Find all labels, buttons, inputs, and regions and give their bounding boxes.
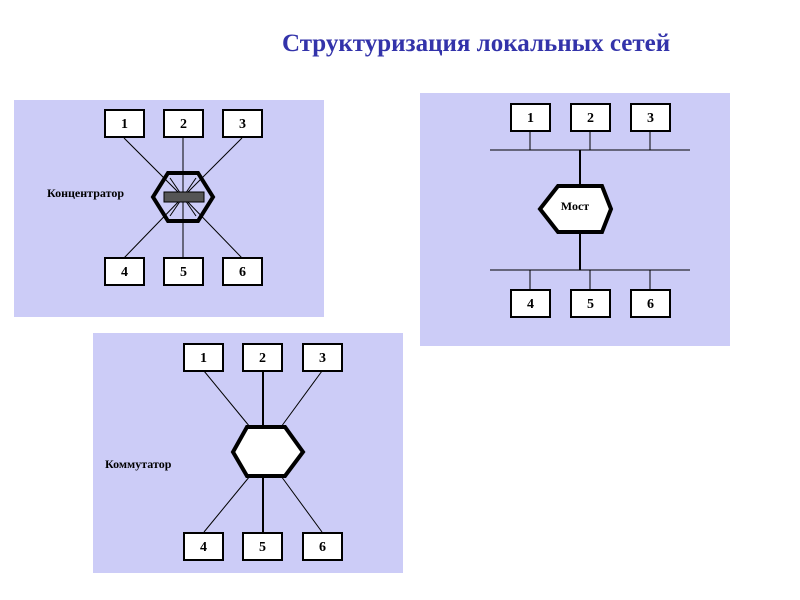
bridge-node-6: 6 (630, 289, 671, 318)
switch-node-label: 3 (319, 351, 326, 366)
hub-device-label: Концентратор (47, 186, 124, 200)
hub-link-3 (182, 137, 243, 198)
bridge-node-2: 2 (570, 103, 611, 132)
switch-link-4 (203, 475, 251, 533)
switch-link-1 (203, 370, 251, 428)
hub-node-4: 4 (104, 257, 145, 286)
hub-diagram: Концентратор 1 2 3 4 5 (14, 100, 324, 317)
hub-node-label: 5 (180, 265, 187, 280)
hub-link-6 (182, 196, 243, 259)
switch-node-label: 6 (319, 540, 326, 555)
switch-node-3: 3 (302, 343, 343, 372)
switch-node-2: 2 (242, 343, 283, 372)
switch-diagram: Коммутатор 1 2 3 4 5 (93, 333, 403, 573)
bridge-node-label: 1 (527, 111, 534, 126)
switch-device-label: Коммутатор (105, 457, 172, 471)
hub-node-label: 6 (239, 265, 246, 280)
hub-node-1: 1 (104, 109, 145, 138)
switch-link-3 (280, 370, 323, 428)
hub-node-label: 2 (180, 117, 187, 132)
hub-hexagon (150, 171, 216, 223)
switch-node-6: 6 (302, 532, 343, 561)
bridge-node-label: 2 (587, 111, 594, 126)
slide-title: Структуризация локальных сетей (282, 30, 671, 57)
switch-node-5: 5 (242, 532, 283, 561)
bridge-node-5: 5 (570, 289, 611, 318)
switch-link-6 (280, 475, 323, 533)
hub-node-label: 1 (121, 117, 128, 132)
hub-node-label: 4 (121, 265, 128, 280)
switch-node-label: 4 (200, 540, 207, 555)
switch-node-1: 1 (183, 343, 224, 372)
bridge-node-label: 3 (647, 111, 654, 126)
hub-link-1 (123, 137, 184, 198)
hub-node-3: 3 (222, 109, 263, 138)
switch-node-label: 2 (259, 351, 266, 366)
bridge-hexagon (537, 184, 614, 234)
bridge-node-4: 4 (510, 289, 551, 318)
bridge-node-label: 5 (587, 297, 594, 312)
switch-node-label: 1 (200, 351, 207, 366)
hub-node-5: 5 (163, 257, 204, 286)
switch-node-label: 5 (259, 540, 266, 555)
hub-node-label: 3 (239, 117, 246, 132)
bridge-device-label: Мост (561, 199, 589, 213)
switch-hexagon (230, 425, 306, 478)
bridge-diagram: Мост 1 2 3 4 5 6 (420, 93, 730, 346)
hub-node-6: 6 (222, 257, 263, 286)
bridge-node-label: 6 (647, 297, 654, 312)
bridge-node-label: 4 (527, 297, 534, 312)
hub-bus-bar (163, 191, 205, 203)
bridge-node-3: 3 (630, 103, 671, 132)
hub-node-2: 2 (163, 109, 204, 138)
switch-node-4: 4 (183, 532, 224, 561)
bridge-node-1: 1 (510, 103, 551, 132)
hub-link-4 (123, 196, 184, 259)
